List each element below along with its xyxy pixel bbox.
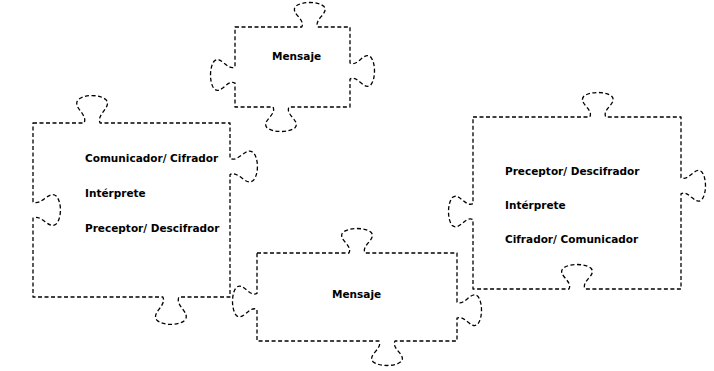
puzzle-piece: Preceptor/ DescifradorIntérpreteCifrador… (448, 92, 706, 314)
puzzle-piece: Comunicador/ CifradorIntérpretePreceptor… (5, 95, 258, 325)
role-label: Preceptor/ Descifrador (505, 165, 639, 178)
role-label: Cifrador/ Comunicador (505, 233, 639, 246)
piece-text-group: Mensaje (272, 50, 321, 63)
piece-text-group: Mensaje (332, 288, 381, 301)
puzzle-outline (5, 95, 258, 325)
piece-text-group: Preceptor/ DescifradorIntérpreteCifrador… (505, 165, 639, 246)
role-label: Mensaje (332, 288, 381, 301)
puzzle-outline (210, 2, 375, 132)
piece-text-group: Comunicador/ CifradorIntérpretePreceptor… (85, 152, 219, 235)
role-label: Comunicador/ Cifrador (85, 152, 219, 165)
puzzle-edge (233, 229, 482, 366)
puzzle-piece: Mensaje (232, 228, 482, 366)
role-label: Intérprete (85, 187, 219, 200)
role-label: Intérprete (505, 199, 639, 212)
puzzle-piece: Mensaje (210, 2, 375, 132)
puzzle-edge (449, 93, 706, 289)
role-label: Preceptor/ Descifrador (85, 222, 219, 235)
puzzle-outline (448, 92, 706, 314)
puzzle-edge (211, 3, 375, 132)
role-label: Mensaje (272, 50, 321, 63)
puzzle-edge (33, 96, 257, 325)
